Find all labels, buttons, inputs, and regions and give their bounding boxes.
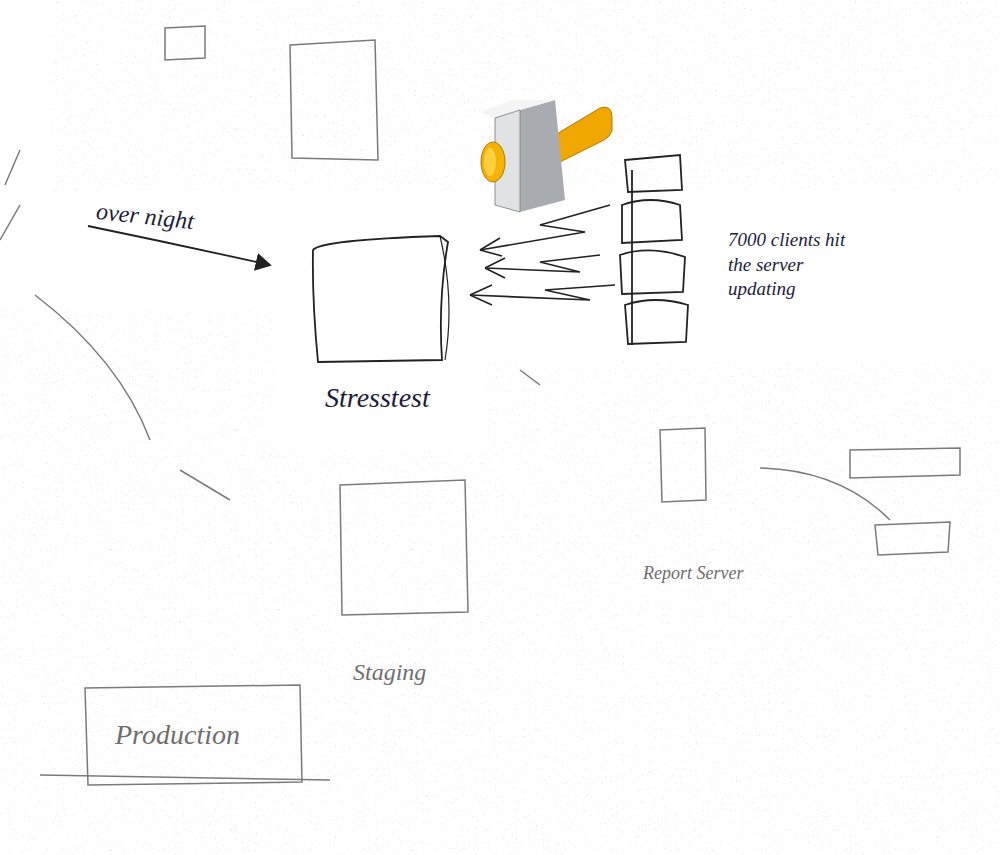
hammer-icon [480,100,612,212]
client-stack [620,155,688,345]
note-text: 7000 clients hit the server updating [728,228,850,302]
stress-test-box: Stresstest [305,232,485,422]
hand-box [313,236,448,362]
note-text: over night [95,196,267,245]
report-server-box: Report Server [635,428,752,588]
box-label: Staging [353,659,497,687]
box-label: Report Server [643,563,752,584]
production-box: Production [85,688,300,783]
box-label: Stresstest [325,382,485,414]
hand-stroke [440,236,449,360]
faint-sketch [0,26,960,785]
box-label: Production [115,719,300,751]
impact-arrows [470,205,615,305]
staging-box: Staging [335,478,497,693]
